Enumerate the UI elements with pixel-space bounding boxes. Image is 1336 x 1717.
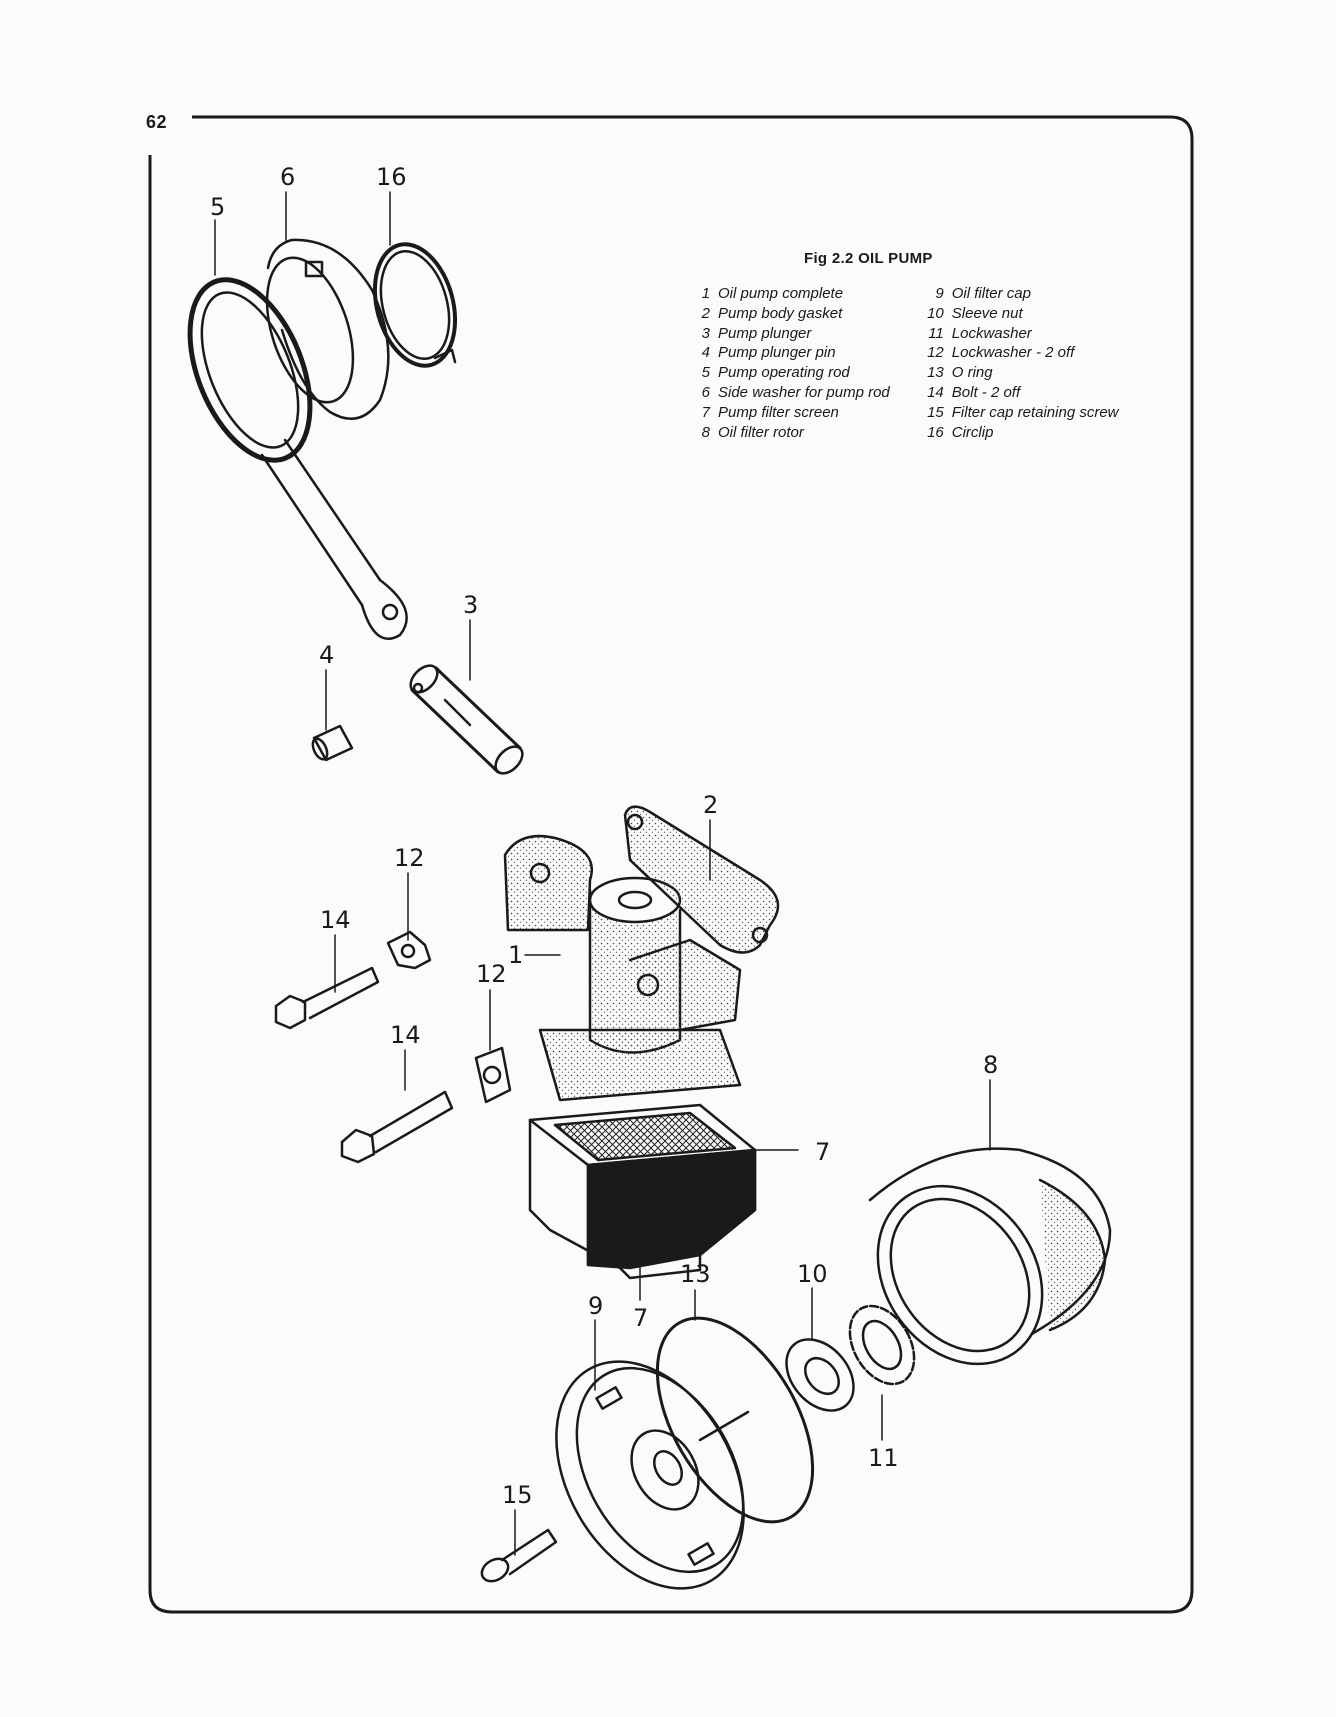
callout-10: 10: [797, 1260, 828, 1288]
legend-number: 14: [927, 383, 944, 401]
callout-2: 2: [703, 791, 718, 819]
callout-5: 5: [210, 193, 225, 221]
legend-item: 16 Circlip: [920, 423, 1119, 443]
callout-13: 13: [680, 1260, 711, 1288]
callout-1: 1: [508, 941, 523, 969]
legend-item: 1 Oil pump complete: [686, 284, 890, 304]
bolt-upper: [274, 966, 380, 1030]
legend-label: O ring: [951, 364, 993, 382]
callout-7-right: 7: [815, 1138, 830, 1166]
leader-lines: [214, 191, 991, 1556]
legend-label: Oil filter rotor: [718, 423, 804, 441]
callout-9: 9: [588, 1292, 603, 1320]
legend-label: Pump operating rod: [718, 364, 850, 382]
filter-cap-screw: [480, 1528, 558, 1583]
legend-item: 14 Bolt - 2 off: [920, 383, 1119, 403]
pump-plunger-pin: [311, 724, 354, 762]
circlip: [372, 242, 458, 368]
callout-12-upper: 12: [394, 844, 425, 872]
pump-body-gasket: [623, 805, 780, 954]
legend-number: 8: [701, 423, 710, 441]
lockwasher-upper: [386, 930, 432, 970]
legend-item: 10 Sleeve nut: [920, 304, 1119, 324]
legend-number: 13: [927, 364, 944, 382]
callout-4: 4: [319, 641, 334, 669]
legend-number: 12: [927, 344, 944, 362]
side-washer: [265, 238, 390, 420]
legend-number: 10: [927, 304, 944, 322]
oil-filter-rotor: [868, 1147, 1112, 1366]
page-number: 62: [146, 112, 168, 132]
legend-label: Side washer for pump rod: [718, 383, 890, 401]
lockwasher-lower: [474, 1046, 512, 1104]
legend-label: Pump plunger pin: [718, 344, 836, 362]
legend-label: Bolt - 2 off: [951, 383, 1021, 401]
legend-item: 5 Pump operating rod: [686, 363, 890, 383]
legend-item: 8 Oil filter rotor: [686, 423, 890, 443]
legend-label: Lockwasher: [951, 324, 1032, 342]
legend-number: 4: [701, 344, 710, 362]
pump-operating-rod: [187, 277, 408, 640]
figure-caption: Fig 2.2 OIL PUMP: [804, 250, 933, 267]
legend-item: 4 Pump plunger pin: [686, 343, 890, 363]
legend-number: 6: [701, 383, 710, 401]
legend-number: 7: [701, 403, 710, 421]
callout-numbers: 5 6 16 3 4 2 12 14 1 12 14 8 7 7 13 10 9…: [210, 163, 998, 1509]
legend-item: 9 Oil filter cap: [920, 284, 1119, 304]
callout-15: 15: [502, 1481, 533, 1509]
star-lockwasher: [848, 1304, 916, 1386]
oil-filter-cap: [555, 1360, 750, 1590]
legend-label: Filter cap retaining screw: [951, 403, 1119, 421]
legend-label: Pump body gasket: [718, 304, 843, 322]
legend-item: 7 Pump filter screen: [686, 403, 890, 423]
callout-3: 3: [463, 591, 478, 619]
callout-7-bottom: 7: [633, 1304, 648, 1332]
legend-label: Pump filter screen: [718, 403, 839, 421]
o-ring: [655, 1316, 815, 1524]
legend-label: Oil pump complete: [718, 285, 844, 302]
legend-label: Lockwasher - 2 off: [951, 344, 1075, 362]
sleeve-nut: [785, 1338, 855, 1412]
legend-label: Circlip: [951, 423, 994, 441]
legend-number: 1: [701, 285, 710, 302]
legend-number: 15: [927, 403, 944, 421]
legend-number: 3: [701, 324, 710, 342]
legend-label: Sleeve nut: [951, 304, 1023, 322]
callout-6: 6: [280, 163, 295, 191]
legend-item: 6 Side washer for pump rod: [686, 383, 890, 403]
legend-number: 16: [927, 423, 944, 441]
legend-label: Oil filter cap: [951, 285, 1031, 302]
legend-number: 5: [701, 364, 710, 382]
oil-pump-body: [503, 834, 742, 1102]
callout-16: 16: [376, 163, 407, 191]
callout-8: 8: [983, 1051, 998, 1079]
legend-item: 11 Lockwasher: [920, 324, 1119, 344]
legend-item: 15 Filter cap retaining screw: [920, 403, 1119, 423]
pump-filter-housing: [528, 1103, 757, 1280]
legend-label: Pump plunger: [718, 324, 812, 342]
pump-plunger: [409, 664, 524, 775]
callout-11: 11: [868, 1444, 899, 1472]
callout-14-upper: 14: [320, 906, 351, 934]
legend-item: 3 Pump plunger: [686, 324, 890, 344]
legend-item: 2 Pump body gasket: [686, 304, 890, 324]
legend-number: 2: [701, 304, 710, 322]
legend-number: 11: [928, 324, 944, 342]
callout-12-lower: 12: [476, 960, 507, 988]
callout-14-lower: 14: [390, 1021, 421, 1049]
bolt-lower: [340, 1090, 454, 1164]
legend-item: 12 Lockwasher - 2 off: [920, 343, 1119, 363]
legend-item: 13 O ring: [920, 363, 1119, 383]
legend-number: 9: [935, 285, 944, 302]
